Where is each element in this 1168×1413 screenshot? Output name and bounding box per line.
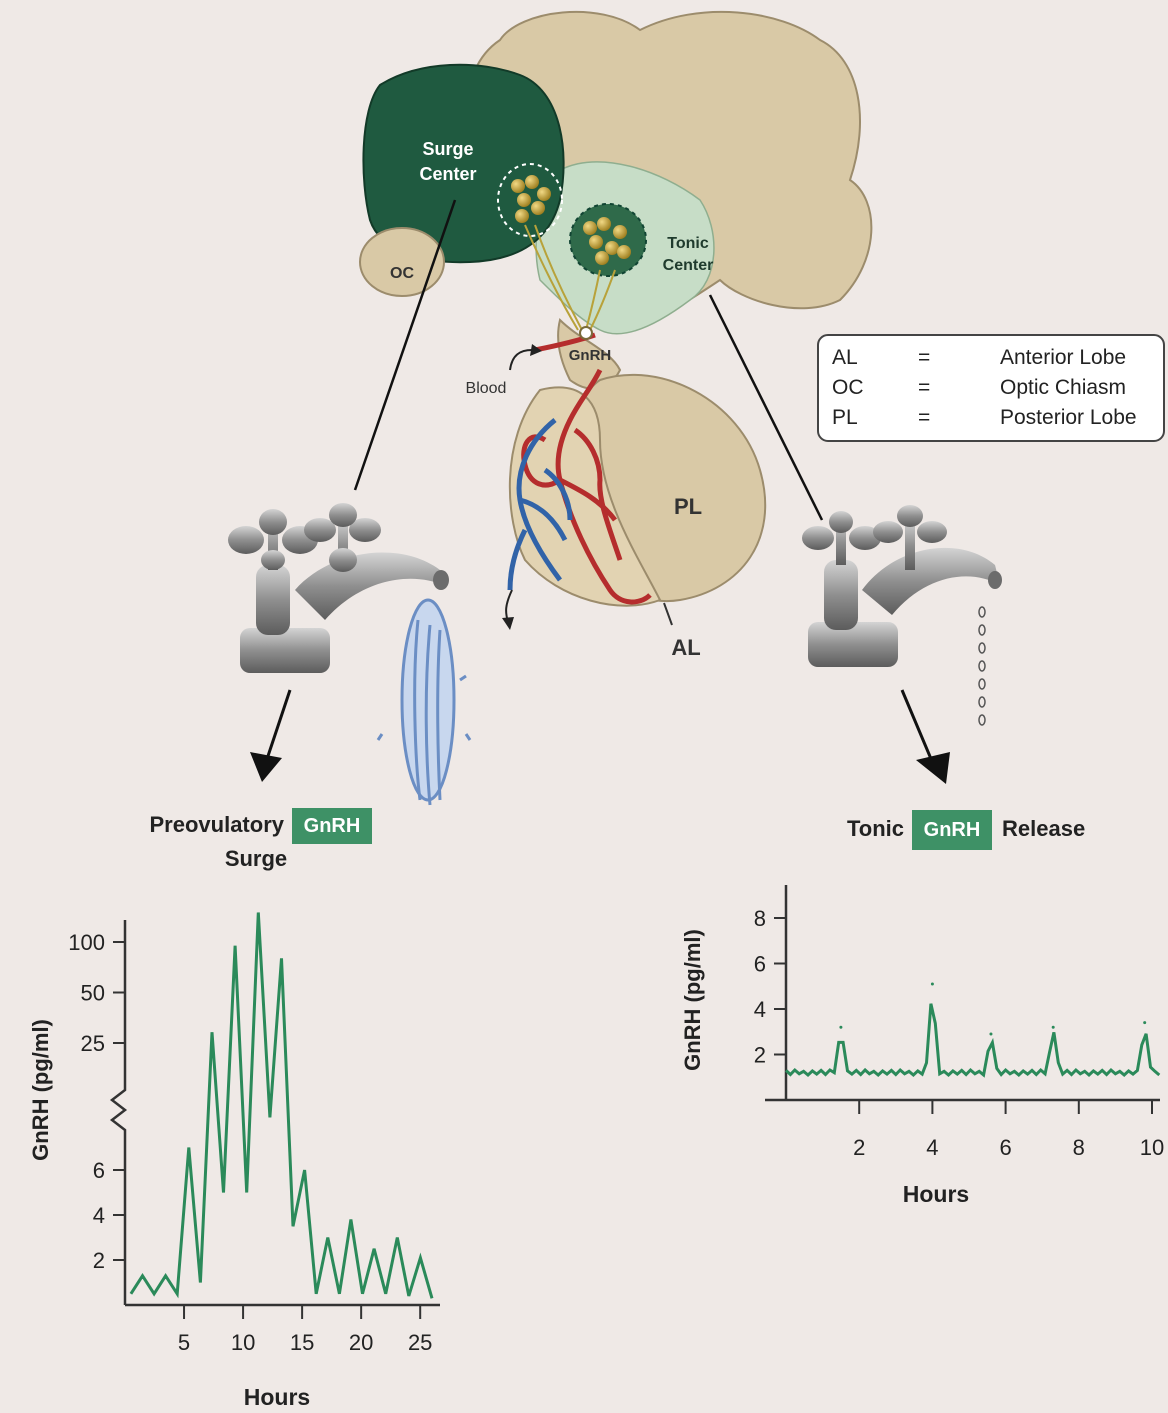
surge-center-label-line1: Surge — [422, 139, 473, 159]
outflow-arrow — [506, 590, 512, 622]
surge-x-axis-label: Hours — [244, 1384, 310, 1410]
tonic-center-label-line2: Center — [663, 257, 714, 274]
right-faucet-icon — [802, 505, 1002, 667]
legend-equals: = — [918, 346, 930, 369]
right-title-before: Tonic — [847, 816, 904, 841]
left-title-badge-text: GnRH — [304, 815, 361, 837]
tonic-x-axis-label: Hours — [903, 1181, 969, 1207]
gnrh-release-point — [580, 327, 592, 339]
legend-full-name: Anterior Lobe — [1000, 346, 1126, 369]
surge-x-tick-label: 15 — [290, 1330, 314, 1355]
tonic-y-tick-label: 8 — [754, 906, 766, 931]
tonic-pulse-peak — [989, 1033, 992, 1036]
left-chart-title: Preovulatory GnRH Surge — [150, 808, 373, 871]
right-chart-title: Tonic GnRH Release — [847, 810, 1085, 850]
al-pointer — [664, 603, 672, 625]
al-label: AL — [671, 635, 700, 660]
left-title-text: Preovulatory — [150, 812, 285, 837]
oc-label: OC — [390, 265, 414, 282]
surge-x-tick-label: 25 — [408, 1330, 432, 1355]
surge-y-tick-label: 100 — [68, 930, 105, 955]
surge-y-tick-label: 2 — [93, 1248, 105, 1273]
brain-illustration — [360, 12, 871, 630]
tonic-pulse-peak — [1052, 1026, 1055, 1029]
surge-y-tick-label: 50 — [81, 981, 105, 1006]
tonic-pulse-peak — [931, 982, 934, 985]
legend-full-name: Posterior Lobe — [1000, 406, 1137, 429]
legend-full-name: Optic Chiasm — [1000, 376, 1126, 399]
blood-arrow — [510, 350, 532, 370]
tonic-x-tick-label: 2 — [853, 1135, 865, 1160]
surge-x-tick-label: 5 — [178, 1330, 190, 1355]
legend-equals: = — [918, 376, 930, 399]
tonic-series-line — [786, 1004, 1159, 1075]
gnrh-label: GnRH — [569, 347, 612, 364]
tonic-y-tick-label: 4 — [754, 997, 766, 1022]
tonic-x-tick-label: 10 — [1140, 1135, 1164, 1160]
surge-y-tick-label: 25 — [81, 1031, 105, 1056]
tonic-y-axis-label: GnRH (pg/ml) — [680, 929, 705, 1071]
surge-y-axis — [112, 920, 125, 1160]
tonic-x-tick-label: 8 — [1073, 1135, 1085, 1160]
surge-x-tick-label: 20 — [349, 1330, 373, 1355]
tonic-center-label-line1: Tonic — [667, 235, 709, 252]
pl-label: PL — [674, 494, 702, 519]
legend-equals: = — [918, 406, 930, 429]
left-title-line2: Surge — [225, 846, 287, 871]
tonic-pulse-peak — [1143, 1021, 1146, 1024]
tonic-pulse-peak — [839, 1026, 842, 1029]
surge-y-tick-label: 6 — [93, 1158, 105, 1183]
tonic-neuron-cluster — [570, 204, 646, 276]
legend-abbr: PL — [832, 406, 858, 429]
right-title-after: Release — [1002, 816, 1085, 841]
surge-center-label-line2: Center — [419, 164, 476, 184]
legend-abbr: AL — [832, 346, 858, 369]
surge-x-tick-label: 10 — [231, 1330, 255, 1355]
tonic-y-tick-label: 6 — [754, 952, 766, 977]
water-drops-icon — [979, 607, 985, 725]
surge-y-tick-label: 4 — [93, 1203, 105, 1228]
optic-chiasm-shape — [360, 228, 444, 296]
tonic-x-tick-label: 4 — [926, 1135, 938, 1160]
right-title-badge-text: GnRH — [924, 819, 981, 841]
water-stream-icon — [378, 600, 470, 805]
tonic-x-tick-label: 6 — [999, 1135, 1011, 1160]
surge-series-line — [131, 913, 432, 1299]
tonic-y-tick-label: 2 — [754, 1043, 766, 1068]
right-arrow — [902, 690, 934, 766]
blood-label: Blood — [466, 380, 507, 397]
surge-y-axis-label: GnRH (pg/ml) — [28, 1019, 53, 1161]
legend-abbr: OC — [832, 376, 864, 399]
